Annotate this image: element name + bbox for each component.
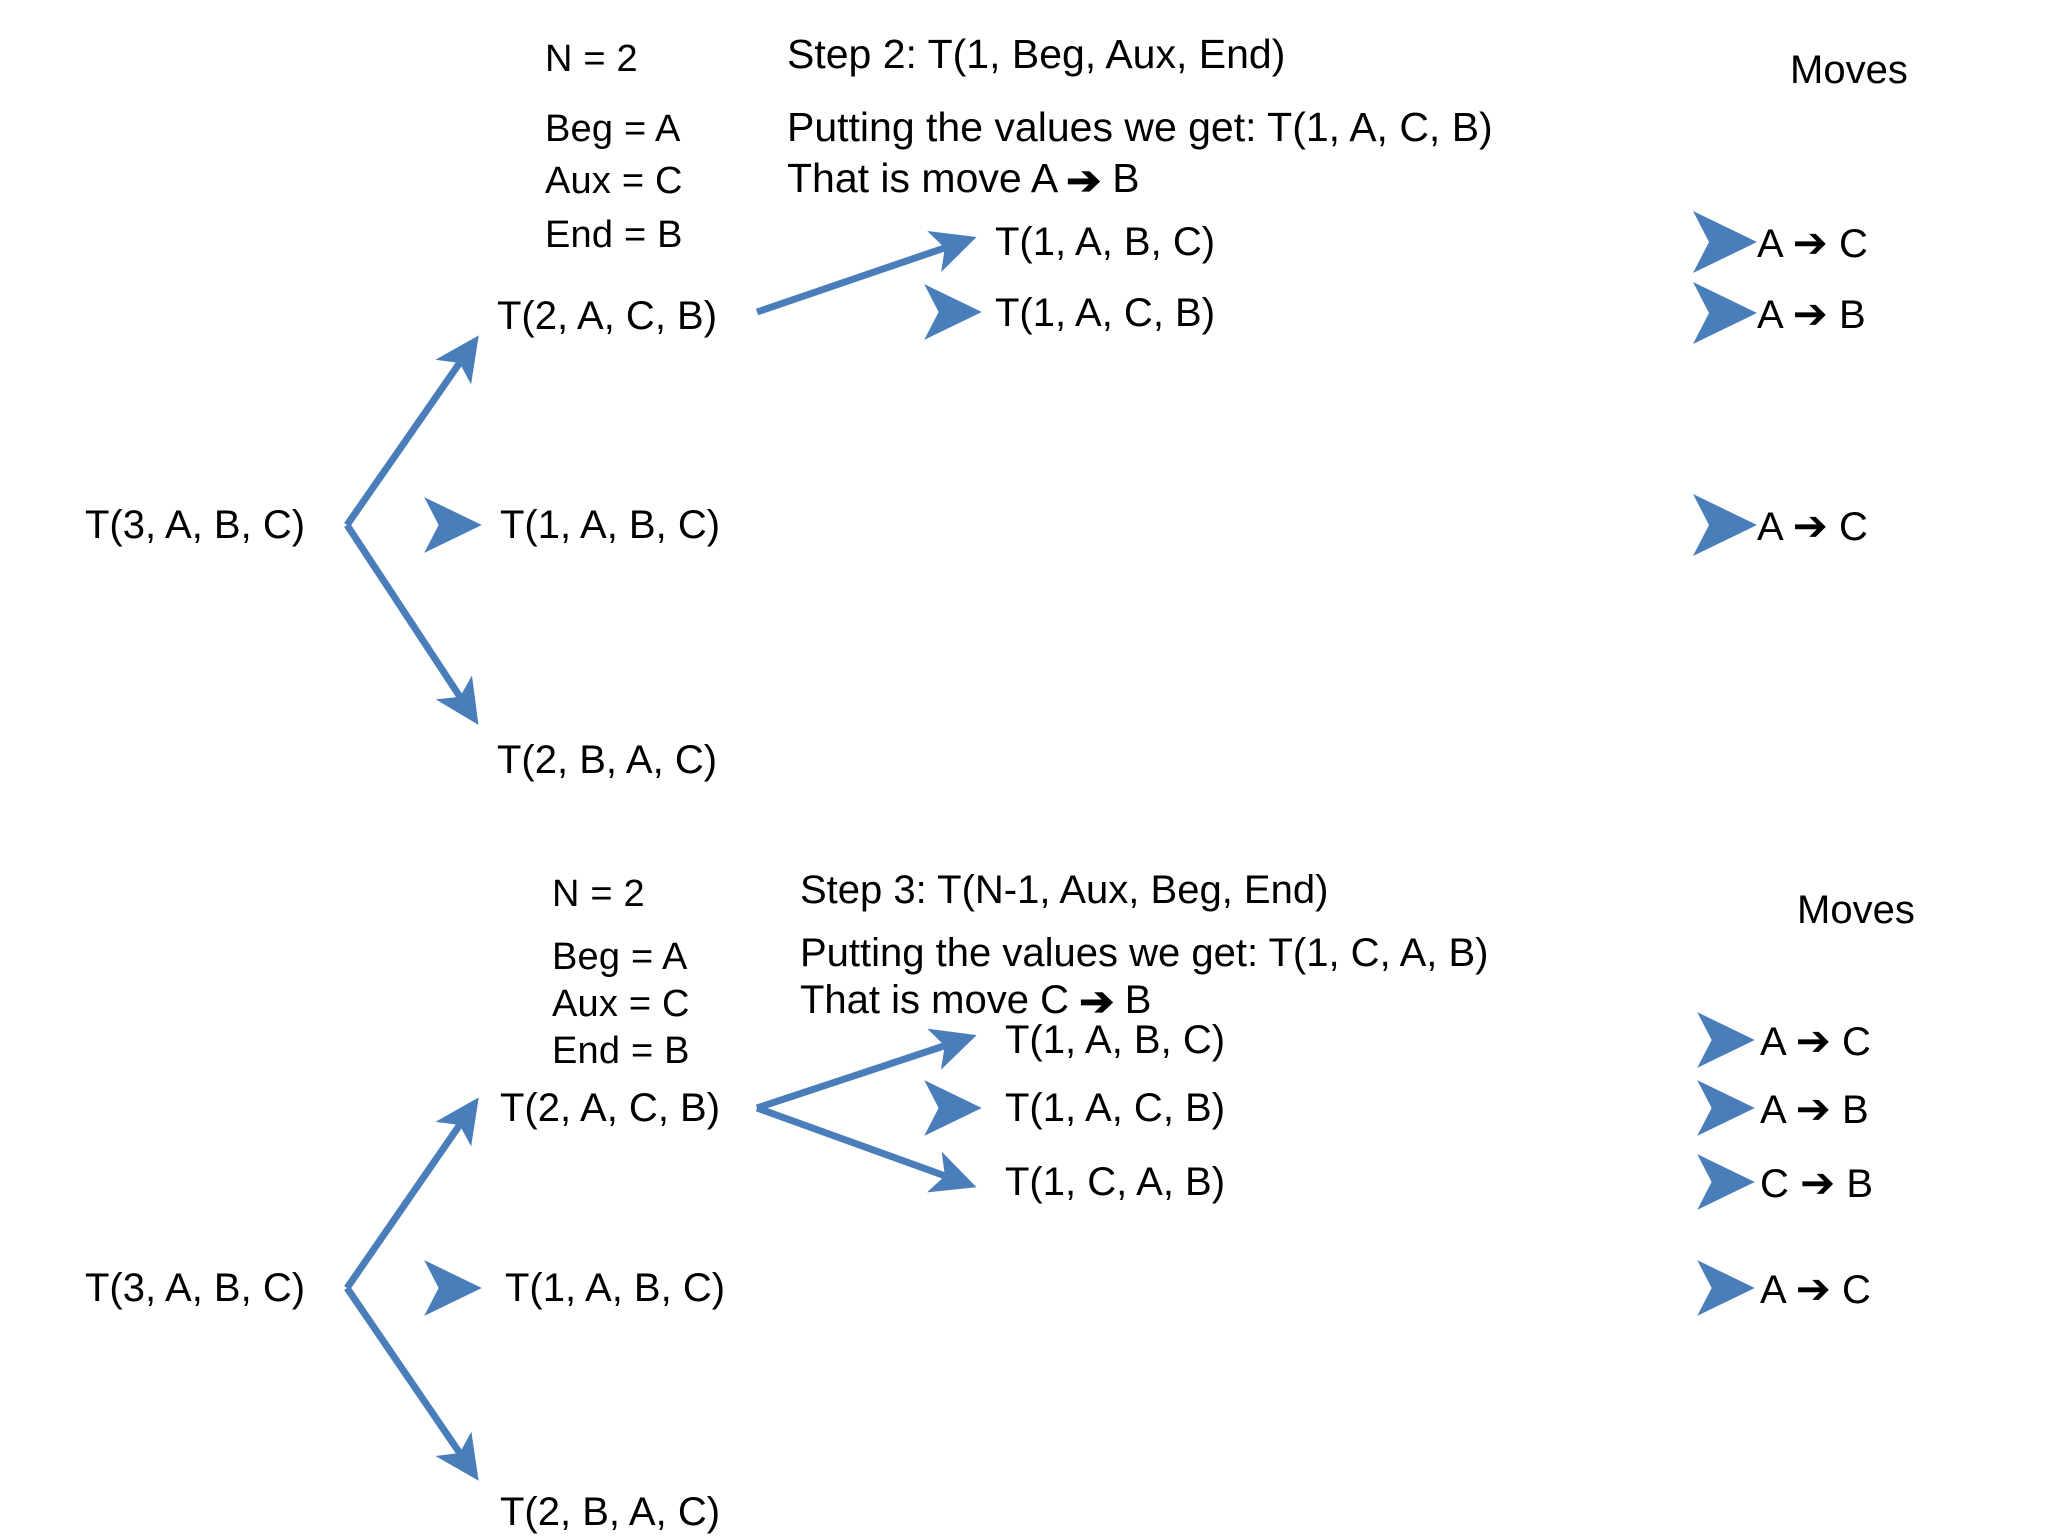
move-to: C <box>1841 1020 1871 1064</box>
move-from: C <box>1760 1162 1789 1206</box>
tree-root-node: T(3, A, B, C) <box>85 503 306 547</box>
move-from: A <box>1757 222 1782 266</box>
move-edges-step3 <box>775 1012 1755 1316</box>
tree-edges-step3 <box>344 1097 482 1481</box>
var-n: N = 2 <box>552 873 645 915</box>
step-move-prefix: That is move A <box>787 155 1056 201</box>
expansion-node-1: T(1, A, B, C) <box>995 220 1216 264</box>
fat-arrow-icon: ➔ <box>1079 980 1115 1024</box>
tree-child-node-3: T(2, B, A, C) <box>500 1490 721 1534</box>
move-from: A <box>1757 505 1782 549</box>
move-to: B <box>1838 293 1866 337</box>
fat-arrow-icon: ➔ <box>1066 159 1102 203</box>
step-move: That is move A ➔ B <box>787 155 1140 203</box>
move-from: A <box>1760 1020 1785 1064</box>
subtree-edges-step3 <box>755 1028 982 1193</box>
tree-child-node-1: T(2, A, C, B) <box>497 294 718 338</box>
move-to: B <box>1846 1162 1874 1206</box>
expansion-node-2: T(1, A, C, B) <box>1005 1086 1226 1130</box>
tree-child-node-2: T(1, A, B, C) <box>505 1266 726 1310</box>
tree-child-node-3: T(2, B, A, C) <box>497 738 718 782</box>
var-end: End = B <box>552 1030 690 1072</box>
move-to: B <box>1841 1088 1869 1132</box>
tree-child-node-2: T(1, A, B, C) <box>500 503 721 547</box>
expansion-node-3: T(1, C, A, B) <box>1005 1160 1226 1204</box>
move-from: A <box>1757 293 1782 337</box>
subtree-edges-step2 <box>755 230 982 340</box>
step-move-prefix: That is move C <box>800 978 1069 1022</box>
move-edges-step2 <box>770 211 1758 556</box>
move-label-3: A ➔ C <box>1757 502 1868 549</box>
right-arrow-icon: ➔ <box>1795 1265 1831 1312</box>
tree-child-node-1: T(2, A, C, B) <box>500 1086 721 1130</box>
var-aux: Aux = C <box>545 160 683 202</box>
var-beg: Beg = A <box>552 936 688 978</box>
var-aux: Aux = C <box>552 983 690 1025</box>
move-label-2: A ➔ B <box>1757 290 1866 337</box>
move-label-4: A ➔ C <box>1760 1265 1871 1312</box>
move-label-3: C ➔ B <box>1760 1159 1874 1206</box>
right-arrow-icon: ➔ <box>1800 1159 1836 1206</box>
right-arrow-icon: ➔ <box>1795 1017 1831 1064</box>
move-label-2: A ➔ B <box>1760 1085 1869 1132</box>
move-from: A <box>1760 1088 1785 1132</box>
tree-root-node: T(3, A, B, C) <box>85 1266 306 1310</box>
move-from: A <box>1760 1268 1785 1312</box>
right-arrow-icon: ➔ <box>1792 290 1828 337</box>
var-end: End = B <box>545 214 683 256</box>
move-to: C <box>1841 1268 1871 1312</box>
moves-header: Moves <box>1797 888 1915 932</box>
step-title: Step 2: T(1, Beg, Aux, End) <box>787 31 1286 77</box>
moves-header: Moves <box>1790 48 1908 92</box>
expansion-node-1: T(1, A, B, C) <box>1005 1018 1226 1062</box>
move-to: C <box>1838 222 1868 266</box>
var-n: N = 2 <box>545 38 638 80</box>
step-move-suffix: B <box>1124 978 1152 1022</box>
step-move: That is move C ➔ B <box>800 978 1152 1024</box>
step-move-suffix: B <box>1112 155 1140 201</box>
right-arrow-icon: ➔ <box>1792 502 1828 549</box>
step-title: Step 3: T(N-1, Aux, Beg, End) <box>800 868 1329 912</box>
right-arrow-icon: ➔ <box>1795 1085 1831 1132</box>
move-to: C <box>1838 505 1868 549</box>
move-label-1: A ➔ C <box>1760 1017 1871 1064</box>
right-arrow-icon: ➔ <box>1792 219 1828 266</box>
step-values: Putting the values we get: T(1, C, A, B) <box>800 931 1489 975</box>
expansion-node-2: T(1, A, C, B) <box>995 291 1216 335</box>
step-values: Putting the values we get: T(1, A, C, B) <box>787 104 1493 150</box>
move-label-1: A ➔ C <box>1757 219 1868 266</box>
tree-edges-step2 <box>344 335 482 725</box>
var-beg: Beg = A <box>545 108 681 150</box>
